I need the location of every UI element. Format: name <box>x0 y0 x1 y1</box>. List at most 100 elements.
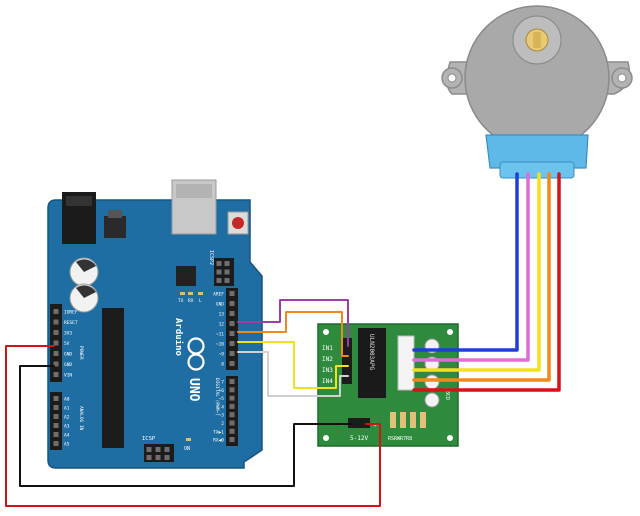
digital-pin[interactable] <box>229 291 235 296</box>
wire-motor-blue <box>412 172 519 352</box>
icsp2-pin[interactable] <box>216 278 222 283</box>
power-pin[interactable] <box>53 351 59 356</box>
icsp-pin[interactable] <box>146 447 152 452</box>
digital-pin-label: GND <box>216 302 224 308</box>
analog-pin[interactable] <box>53 396 59 401</box>
analog-pin[interactable] <box>53 414 59 419</box>
power-pin-label: 5V <box>64 341 70 347</box>
digital-pin[interactable] <box>229 341 235 346</box>
power-pin[interactable] <box>53 309 59 314</box>
driver-power-header <box>348 418 370 428</box>
icsp2-pin[interactable] <box>224 261 230 266</box>
icsp-pin[interactable] <box>164 455 170 460</box>
on-label: ON <box>184 446 190 452</box>
driver-in4-label: IN4 <box>322 378 333 385</box>
analog-pin[interactable] <box>53 405 59 410</box>
analog-in-label: ANALOG IN <box>78 406 84 431</box>
digital-pin-label: ~3 <box>219 413 225 419</box>
icsp-pin[interactable] <box>164 447 170 452</box>
digital-pin[interactable] <box>229 301 235 306</box>
power-pin[interactable] <box>53 340 59 346</box>
digital-pin[interactable] <box>229 387 235 393</box>
wire-motor-red <box>412 172 561 392</box>
wires <box>5 172 561 507</box>
wire-signal-white <box>237 351 349 397</box>
digital-pin[interactable] <box>229 379 235 384</box>
wire-motor-orange <box>412 172 551 382</box>
analog-pin-label: A4 <box>64 433 70 439</box>
motor-mount-hole-right-inner <box>617 73 627 83</box>
digital-pin-label: 13 <box>219 312 225 318</box>
power-pin-label: VIN <box>64 373 72 379</box>
power-pin[interactable] <box>53 330 59 335</box>
digital-pin[interactable] <box>229 351 235 356</box>
icsp-pin[interactable] <box>155 455 161 460</box>
power-pin[interactable] <box>53 361 59 367</box>
icsp2-pin[interactable] <box>224 269 230 275</box>
voltage-regulator-tab <box>108 210 122 218</box>
icsp2-pin[interactable] <box>216 261 222 266</box>
digital-pin[interactable] <box>229 361 235 366</box>
usb-chip <box>176 266 196 286</box>
analog-pin-label: A1 <box>64 406 70 412</box>
analog-pin-label: A0 <box>64 397 70 403</box>
analog-header <box>50 392 62 450</box>
analog-pin-label: A2 <box>64 415 70 421</box>
stepper-motor <box>441 5 633 179</box>
motor-mount-hole-left-inner <box>447 73 457 83</box>
digital-pin[interactable] <box>229 437 235 443</box>
digital-pin-label: ~9 <box>219 352 225 358</box>
digital-pin-label: RX◀0 <box>213 438 224 444</box>
motor-shaft-flat <box>533 32 541 48</box>
digital-pin[interactable] <box>229 395 235 401</box>
reset-button-cap[interactable] <box>232 217 244 229</box>
power-pin[interactable] <box>53 372 59 377</box>
digital-pin[interactable] <box>229 331 235 336</box>
l-label: L <box>199 298 202 304</box>
icsp2-pin[interactable] <box>224 278 230 283</box>
wire-ground-black <box>19 365 353 487</box>
analog-pin[interactable] <box>53 423 59 428</box>
uln2003-chip-label: ULN2003APG <box>368 334 375 371</box>
reset-label: RESET <box>254 206 260 221</box>
digital-header-top <box>226 288 238 370</box>
digital-pin[interactable] <box>229 420 235 426</box>
power-pin-label: 3V3 <box>64 331 72 337</box>
digital-pin[interactable] <box>229 311 235 316</box>
icsp-pin[interactable] <box>146 455 152 460</box>
digital-pin-label: 12 <box>219 322 225 328</box>
atmega-chip <box>102 308 124 448</box>
icsp2-pin[interactable] <box>216 269 222 275</box>
digital-pin-label: 7 <box>221 380 224 386</box>
capacitor-2-mark <box>76 285 96 298</box>
driver-input-header <box>342 338 352 384</box>
analog-header-strip <box>50 392 62 450</box>
analog-pin[interactable] <box>53 432 59 437</box>
power-pin[interactable] <box>53 319 59 325</box>
arduino-pin-labels: IOREFRESET3V35VGNDGNDVINA0A1A2A3A4A5AREF… <box>64 292 224 448</box>
led-rx <box>188 292 193 295</box>
digital-pin[interactable] <box>229 428 235 434</box>
driver-motor-connector <box>397 335 415 391</box>
digital-pin-label: ~6 <box>219 388 225 394</box>
driver-resistor-4 <box>420 412 426 428</box>
driver-power-label: 5-12V <box>350 435 368 442</box>
digital-pin-label: TX▶1 <box>213 429 224 435</box>
driver-led-c <box>424 374 440 390</box>
power-pin-label: GND <box>64 352 72 358</box>
wire-signal-yellow <box>237 341 349 389</box>
digital-pin[interactable] <box>229 403 235 409</box>
driver-led-label: ABCD <box>444 388 450 400</box>
driver-hole-bl <box>323 435 329 441</box>
analog-pin[interactable] <box>53 441 59 446</box>
icsp-pin[interactable] <box>155 447 161 452</box>
digital-pin[interactable] <box>229 321 235 326</box>
digital-pin-label: ~10 <box>216 342 224 348</box>
led-l <box>198 292 203 295</box>
rx-label: RX <box>188 298 194 304</box>
analog-pin-label: A3 <box>64 424 70 430</box>
arduino-uno-board: RESET ICSP2 ICSP TX RX L ON A <box>47 179 350 469</box>
power-label: POWER <box>78 346 84 360</box>
digital-pin[interactable] <box>229 412 235 418</box>
